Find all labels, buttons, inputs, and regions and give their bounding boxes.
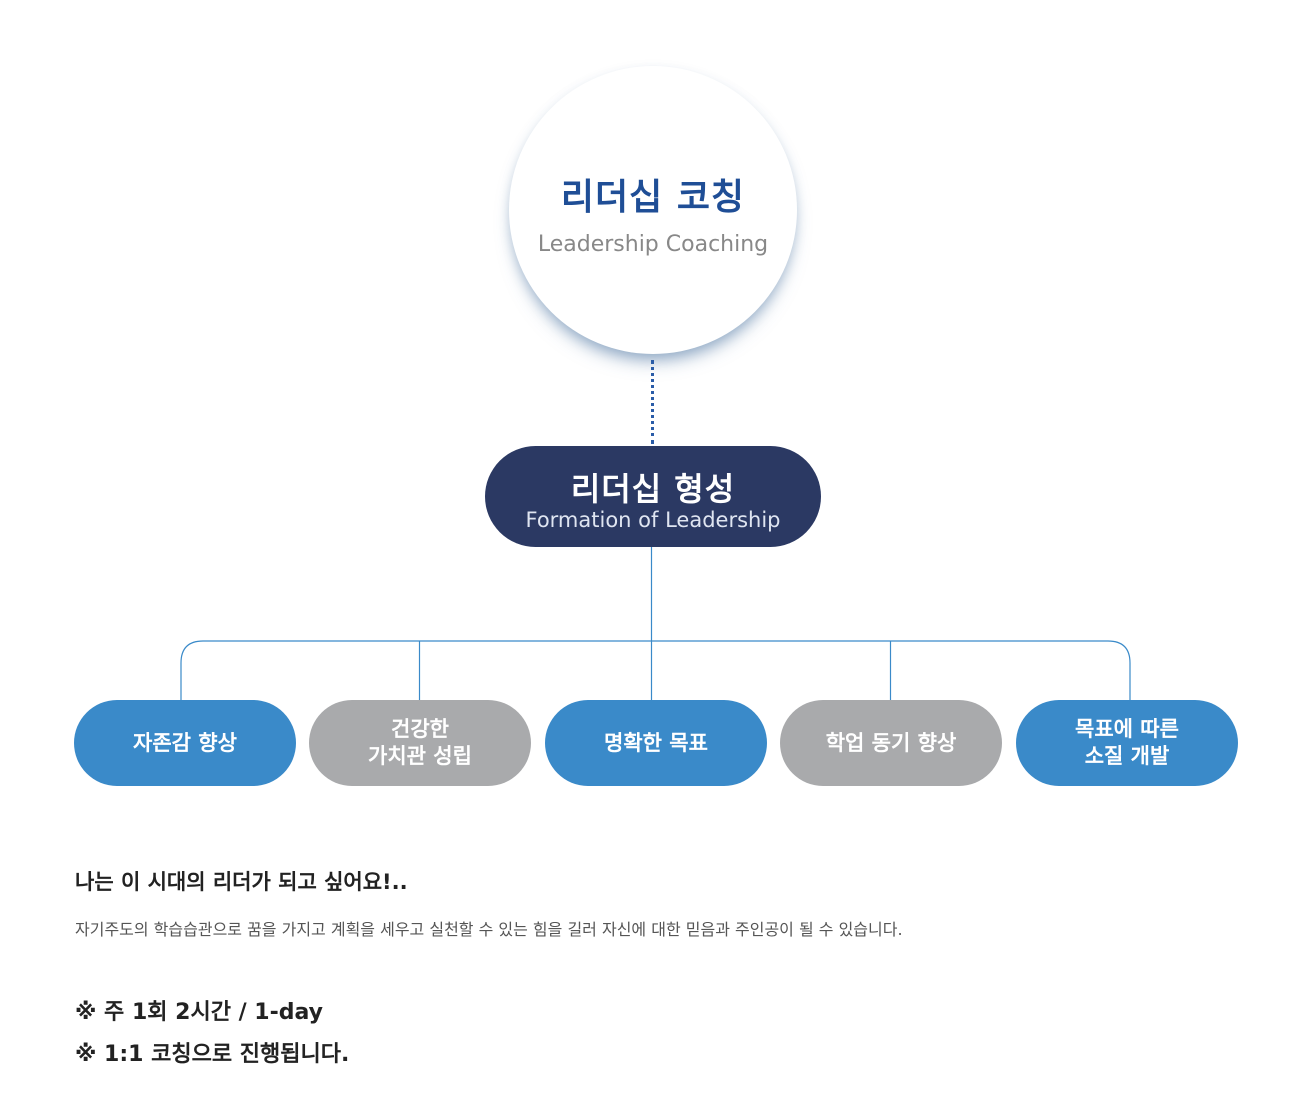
goal-study-motivation: 학업 동기 향상 — [780, 700, 1002, 786]
formation-title-en: Formation of Leadership — [525, 508, 781, 532]
note-schedule: ※ 주 1회 2시간 / 1-day — [75, 1000, 323, 1025]
note-format: ※ 1:1 코칭으로 진행됩니다. — [75, 1042, 350, 1067]
root-title-ko: 리더십 코칭 — [560, 177, 746, 218]
headline: 나는 이 시대의 리더가 되고 싶어요!.. — [75, 870, 408, 894]
formation-title-ko: 리더십 형성 — [570, 470, 736, 508]
description: 자기주도의 학습습관으로 꿈을 가지고 계획을 세우고 실천할 수 있는 힘을 … — [75, 920, 903, 939]
goal-clear-target: 명확한 목표 — [545, 700, 767, 786]
goal-self-esteem: 자존감 향상 — [74, 700, 296, 786]
goal-healthy-values: 건강한 가치관 성립 — [309, 700, 531, 786]
dotted-connector — [651, 360, 654, 444]
root-title-en: Leadership Coaching — [537, 232, 769, 257]
branch-bar — [180, 640, 1131, 700]
goal-talent-development: 목표에 따른 소질 개발 — [1016, 700, 1238, 786]
formation-pill: 리더십 형성 Formation of Leadership — [485, 446, 821, 547]
leadership-coaching-circle: 리더십 코칭 Leadership Coaching — [509, 66, 797, 354]
